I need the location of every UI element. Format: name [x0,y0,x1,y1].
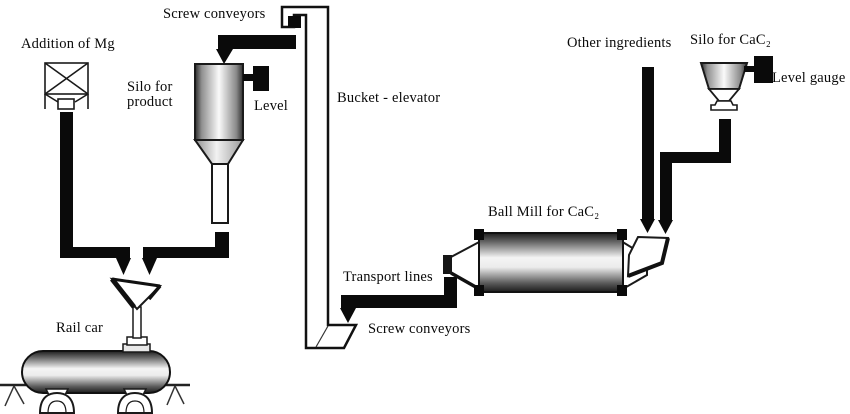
label-level-gauge: Level gauge [772,70,846,86]
level-gauge-sensor [744,56,773,83]
elevator-outlet-stub [288,16,301,27]
loading-funnel [109,277,163,346]
product-silo-discharge-pipe [142,232,229,275]
label-silo-for-cac2: Silo for CaC₂ [690,32,771,48]
cac2-pipe-arrow [658,220,673,234]
label-other-ingredients: Other ingredients [567,35,672,51]
ball-mill-left-spout [443,255,452,274]
mg-feed-pipe [60,112,131,275]
mg-addition-hopper [44,62,89,110]
other-ingredients-arrow [640,219,655,233]
product-silo [193,63,269,224]
rail-car-tank [21,350,171,394]
transport-line-pipe [340,277,457,323]
label-transport-lines: Transport lines [343,269,433,285]
cac2-silo-pipe [658,119,731,234]
rail-car [0,343,190,414]
product-discharge-arrow [142,258,157,275]
ball-mill-shell [478,232,624,293]
screw-conveyor-top-arrow [216,49,233,64]
label-bucket-elevator: Bucket - elevator [337,90,441,106]
rail-car-wheels [38,388,154,414]
label-silo-for-product: Silo for product [127,79,173,110]
label-addition-of-mg: Addition of Mg [21,36,115,52]
ball-mill [443,229,670,296]
label-screw-conveyors-bottom: Screw conveyors [368,321,471,337]
cac2-silo [699,56,773,111]
label-rail-car: Rail car [56,320,104,336]
ball-mill-trunnions [474,229,627,296]
rail-car-struts [4,385,185,407]
transport-line-arrow [340,308,356,323]
level-sensor [243,66,269,91]
mg-feed-arrow [116,258,131,275]
label-level: Level [254,98,289,114]
label-ball-mill-for-cac2: Ball Mill for CaC₂ [488,204,600,220]
other-ingredients-pipe [640,67,655,233]
label-screw-conveyors-top: Screw conveyors [163,6,266,22]
bucket-elevator [280,5,359,350]
